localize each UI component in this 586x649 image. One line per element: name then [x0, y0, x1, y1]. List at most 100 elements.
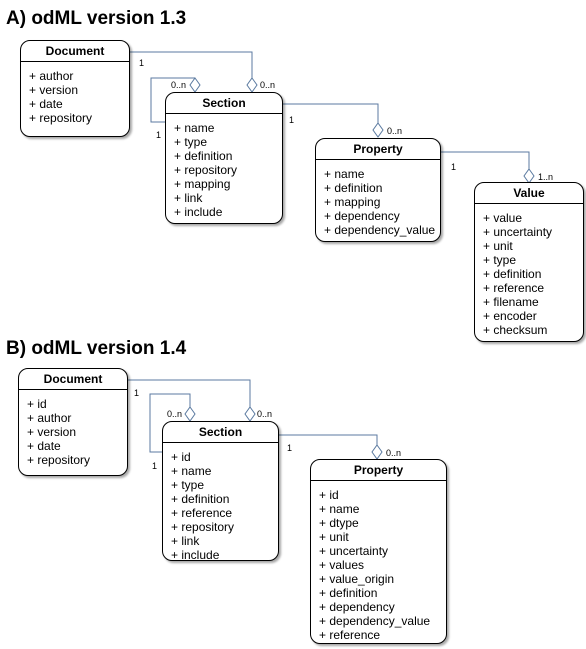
attribute-item: type [483, 253, 583, 267]
attribute-item: encoder [483, 309, 583, 323]
mult-label: 0..n [167, 409, 182, 419]
attribute-item: dependency [324, 209, 440, 223]
attribute-item: dependency_value [324, 223, 440, 237]
attribute-item: reference [483, 281, 583, 295]
attribute-item: repository [174, 163, 282, 177]
b-section-self-diamond [184, 406, 196, 422]
attribute-item: definition [483, 267, 583, 281]
attribute-item: uncertainty [319, 544, 446, 558]
attribute-list: valueuncertaintyunittypedefinitionrefere… [475, 204, 583, 337]
attribute-item: name [319, 502, 446, 516]
mult-label: 0..n [171, 80, 186, 90]
b-doc-section-diamond [244, 406, 256, 422]
attribute-item: repository [29, 111, 129, 125]
b-section-class: Section idnametypedefinitionreferencerep… [162, 421, 279, 562]
mult-label: 0..n [260, 80, 275, 90]
a-section-class: Section nametypedefinitionrepositorymapp… [165, 92, 283, 224]
a-document-class: Document authorversiondaterepository [20, 40, 130, 137]
attribute-list: idnamedtypeunituncertaintyvaluesvalue_or… [311, 481, 446, 642]
attribute-item: unit [319, 530, 446, 544]
attribute-item: uncertainty [483, 225, 583, 239]
mult-label: 1 [156, 130, 161, 140]
class-name: Section [163, 422, 278, 443]
a-property-value-line [441, 151, 530, 169]
attribute-list: nametypedefinitionrepositorymappinglinki… [166, 114, 282, 219]
class-name: Value [475, 183, 583, 204]
mult-label: 0..n [386, 448, 401, 458]
attribute-item: id [27, 397, 127, 411]
class-name: Section [166, 93, 282, 114]
b-section-property-diamond [371, 444, 383, 460]
mult-label: 1 [289, 115, 294, 125]
attribute-item: definition [324, 181, 440, 195]
attribute-item: definition [171, 492, 278, 506]
mult-label: 0..n [387, 126, 402, 136]
attribute-item: values [319, 558, 446, 572]
attribute-item: mapping [324, 195, 440, 209]
a-property-value-diamond [523, 168, 535, 184]
attribute-item: include [171, 548, 278, 562]
attribute-item: date [29, 97, 129, 111]
mult-label: 1 [287, 443, 292, 453]
attribute-item: author [27, 411, 127, 425]
attribute-item: value [483, 211, 583, 225]
a-property-class: Property namedefinitionmappingdependency… [315, 138, 441, 242]
a-section-self-line [150, 77, 195, 123]
attribute-item: definition [174, 149, 282, 163]
attribute-item: version [29, 83, 129, 97]
attribute-item: date [27, 439, 127, 453]
attribute-item: id [319, 488, 446, 502]
attribute-item: name [324, 167, 440, 181]
attribute-item: version [27, 425, 127, 439]
b-document-class: Document idauthorversiondaterepository [18, 368, 128, 476]
attribute-item: reference [171, 506, 278, 520]
attribute-item: repository [171, 520, 278, 534]
diagram-a-title: A) odML version 1.3 [6, 8, 187, 29]
attribute-item: dtype [319, 516, 446, 530]
b-section-self-line [149, 393, 191, 453]
attribute-item: type [171, 478, 278, 492]
attribute-list: idnametypedefinitionreferencerepositoryl… [163, 443, 278, 562]
attribute-item: mapping [174, 177, 282, 191]
attribute-list: namedefinitionmappingdependencydependenc… [316, 160, 440, 237]
attribute-item: name [171, 464, 278, 478]
attribute-list: authorversiondaterepository [21, 62, 129, 125]
mult-label: 1 [152, 461, 157, 471]
attribute-item: value_origin [319, 572, 446, 586]
attribute-item: author [29, 69, 129, 83]
attribute-item: dependency_value [319, 614, 446, 628]
attribute-item: filename [483, 295, 583, 309]
a-section-property-line [283, 103, 379, 123]
mult-label: 1 [451, 162, 456, 172]
attribute-item: link [171, 534, 278, 548]
class-name: Document [21, 41, 129, 62]
attribute-item: id [171, 450, 278, 464]
class-name: Document [19, 369, 127, 390]
attribute-item: type [174, 135, 282, 149]
attribute-item: unit [483, 239, 583, 253]
a-doc-section-diamond [246, 77, 258, 93]
a-doc-section-line [130, 51, 253, 78]
mult-label: 0..n [257, 409, 272, 419]
attribute-item: include [174, 205, 282, 219]
attribute-item: name [174, 121, 282, 135]
a-value-class: Value valueuncertaintyunittypedefinition… [474, 182, 584, 342]
mult-label: 1 [134, 388, 139, 398]
class-name: Property [311, 460, 446, 481]
attribute-item: link [174, 191, 282, 205]
diagram-b-title: B) odML version 1.4 [6, 338, 187, 359]
mult-label: 1 [139, 58, 144, 68]
b-section-property-line [279, 434, 378, 445]
attribute-item: dependency [319, 600, 446, 614]
mult-label: 1..n [538, 172, 553, 182]
class-name: Property [316, 139, 440, 160]
attribute-item: checksum [483, 323, 583, 337]
b-property-class: Property idnamedtypeunituncertaintyvalue… [310, 459, 447, 644]
b-doc-section-line [128, 379, 251, 407]
attribute-item: repository [27, 453, 127, 467]
a-section-property-diamond [372, 122, 384, 138]
attribute-item: reference [319, 628, 446, 642]
attribute-item: definition [319, 586, 446, 600]
attribute-list: idauthorversiondaterepository [19, 390, 127, 467]
